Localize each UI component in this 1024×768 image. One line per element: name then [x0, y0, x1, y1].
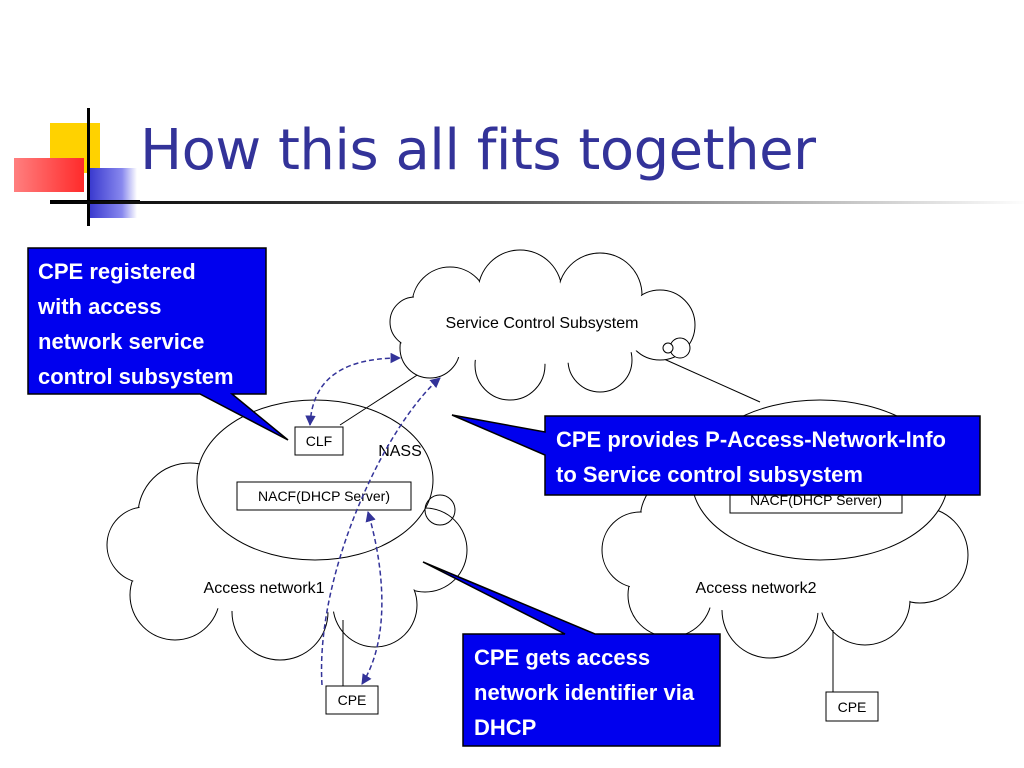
callout-gets-line-3: DHCP	[474, 715, 537, 740]
callout-registered-line-4: control subsystem	[38, 364, 234, 389]
nass1-bubble	[424, 494, 456, 526]
slide-title: How this all fits together	[140, 118, 816, 183]
callout-gets-text: CPE gets access network identifier via D…	[474, 640, 694, 745]
logo-red-square	[14, 158, 84, 192]
scs-to-nass2-line	[654, 354, 761, 403]
callout-registered-text: CPE registered with access network servi…	[38, 254, 234, 394]
callout-registered-line-2: with access	[38, 294, 162, 319]
cpe2-box	[825, 691, 879, 722]
nass-label: NASS	[378, 443, 422, 460]
nacf1-box	[236, 481, 412, 511]
title-underline	[50, 201, 1024, 204]
cpe-scs-dashed-arrow	[320, 377, 441, 686]
cpe1-box	[325, 685, 379, 715]
clf-box	[294, 426, 344, 456]
nass1-ellipse	[196, 399, 434, 561]
clf-scs-dashed-arrow	[305, 352, 402, 427]
logo-blue-square	[87, 168, 137, 218]
callout-gets-line-1: CPE gets access	[474, 645, 651, 670]
service-control-label: Service Control Subsystem	[446, 315, 639, 332]
clf-label: CLF	[306, 433, 332, 449]
access-network1-label: Access network1	[204, 580, 325, 597]
callout-gets-line-2: network identifier via	[474, 680, 695, 705]
logo-vertical-line	[87, 108, 90, 226]
cpe-nacf-dashed-arrow	[361, 510, 383, 685]
access-network2-label: Access network2	[696, 580, 817, 597]
nacf2-label: NACF(DHCP Server)	[750, 492, 882, 508]
callout-registered-line-3: network service	[38, 329, 205, 354]
callout-provides-box	[451, 414, 981, 496]
callout-registered-line-1: CPE registered	[38, 259, 196, 284]
callout-provides-line-2: to Service control subsystem	[556, 462, 863, 487]
callout-provides-text: CPE provides P-Access-Network-Info to Se…	[556, 422, 946, 492]
cpe1-label: CPE	[338, 692, 367, 708]
cpe2-label: CPE	[838, 699, 867, 715]
callout-provides-line-1: CPE provides P-Access-Network-Info	[556, 427, 946, 452]
nacf1-label: NACF(DHCP Server)	[258, 488, 390, 504]
callout-gets-box	[422, 561, 721, 747]
cloud-tail-bubble-small	[662, 342, 674, 354]
callout-registered-box	[27, 247, 289, 441]
